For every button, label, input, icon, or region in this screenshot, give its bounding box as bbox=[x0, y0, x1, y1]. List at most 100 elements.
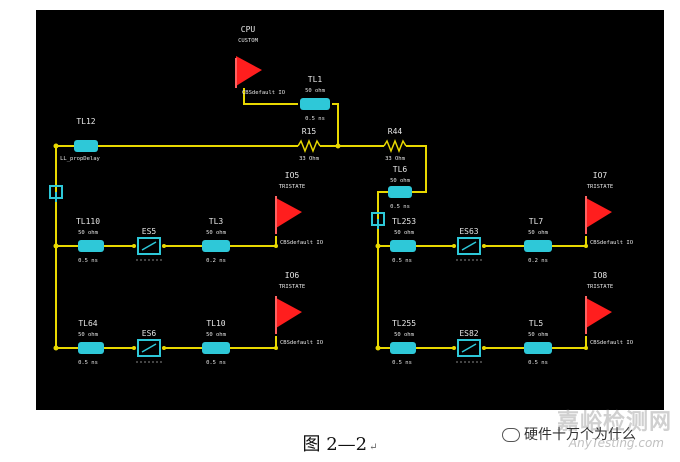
schematic-diagram: CPU CUSTOM CBSdefault IO TL1 50 ohm 0.5 … bbox=[36, 10, 664, 410]
figure-caption-text: 图 2—2 bbox=[302, 434, 368, 455]
io6-driver-triangle-icon bbox=[276, 298, 302, 328]
tl6-name: TL6 bbox=[393, 165, 408, 174]
wire-tl6-down bbox=[377, 191, 388, 213]
figure-caption: 图 2—2↵ bbox=[0, 430, 680, 456]
tl5-body-icon bbox=[524, 342, 552, 354]
io7-name: IO7 bbox=[593, 171, 608, 180]
driver-cpu-sub: CUSTOM bbox=[238, 38, 259, 44]
driver-cpu-name: CPU bbox=[241, 25, 256, 34]
tl6-body-icon bbox=[388, 186, 412, 198]
resistor-r44: R44 33 Ohm bbox=[383, 127, 407, 162]
r44-value: 33 Ohm bbox=[385, 156, 406, 162]
es82-name: ES82 bbox=[459, 329, 478, 338]
es82-body-icon bbox=[457, 339, 481, 357]
watermark-site-name: 嘉峪检测网 bbox=[556, 410, 672, 435]
tl10-body-icon bbox=[202, 342, 230, 354]
io8-driver-triangle-icon bbox=[586, 298, 612, 328]
es6-body-icon bbox=[137, 339, 161, 357]
es5-body-icon bbox=[137, 237, 161, 255]
io8-name: IO8 bbox=[593, 271, 608, 280]
tl10-name: TL10 bbox=[206, 319, 225, 328]
tl12-line: TL12 LL_propDelay bbox=[60, 117, 100, 162]
paragraph-mark: ↵ bbox=[369, 442, 378, 453]
r15-name: R15 bbox=[302, 127, 317, 136]
tl255-name: TL255 bbox=[392, 319, 416, 328]
io7-sub: TRISTATE bbox=[587, 184, 614, 190]
io7-driver-triangle-icon bbox=[586, 198, 612, 228]
io5-driver-triangle-icon bbox=[276, 198, 302, 228]
tl5-name: TL5 bbox=[529, 319, 544, 328]
tl3-impedance: 50 ohm bbox=[206, 230, 227, 236]
tl255-body-icon bbox=[390, 342, 416, 354]
tl253-name: TL253 bbox=[392, 217, 416, 226]
tl1-delay: 0.5 ns bbox=[305, 116, 325, 122]
io5-name: IO5 bbox=[285, 171, 300, 180]
io8-sub: TRISTATE bbox=[587, 284, 614, 290]
io6-model: CBSdefault IO bbox=[280, 340, 323, 346]
driver-cpu: CPU CUSTOM CBSdefault IO bbox=[235, 25, 285, 96]
watermark-site-url: AnyTesting.com bbox=[568, 436, 664, 450]
resistor-r15-icon bbox=[297, 138, 321, 154]
tl64-delay: 0.5 ns bbox=[78, 360, 98, 366]
driver-cpu-model: CBSdefault IO bbox=[242, 90, 285, 96]
resistor-r44-icon bbox=[383, 138, 407, 154]
tl1-impedance: 50 ohm bbox=[305, 88, 326, 94]
tl1-body-icon bbox=[300, 98, 330, 110]
es6-name: ES6 bbox=[142, 329, 157, 338]
tl253-delay: 0.5 ns bbox=[392, 258, 412, 264]
watermark-wechat: 硬件十万个为什么 bbox=[502, 424, 636, 444]
es63-body-icon bbox=[457, 237, 481, 255]
tl3-body-icon bbox=[202, 240, 230, 252]
watermark-wechat-label: 硬件十万个为什么 bbox=[524, 427, 636, 443]
wire-r44-tl6 bbox=[406, 145, 427, 193]
wechat-icon bbox=[502, 428, 520, 442]
tl3-delay: 0.2 ns bbox=[206, 258, 226, 264]
tl6-impedance: 50 ohm bbox=[390, 178, 411, 184]
r15-value: 33 Ohm bbox=[299, 156, 320, 162]
tl7-body-icon bbox=[524, 240, 552, 252]
tl7-impedance: 50 ohm bbox=[528, 230, 549, 236]
tl12-sub: LL_propDelay bbox=[60, 156, 100, 162]
tl110-delay: 0.5 ns bbox=[78, 258, 98, 264]
tl12-body-icon bbox=[74, 140, 98, 152]
tl110-body-icon bbox=[78, 240, 104, 252]
wire-cpu-tl1 bbox=[243, 88, 298, 105]
tl110-impedance: 50 ohm bbox=[78, 230, 99, 236]
tl10-impedance: 50 ohm bbox=[206, 332, 227, 338]
es5-name: ES5 bbox=[142, 227, 157, 236]
io8-model: CBSdefault IO bbox=[590, 340, 633, 346]
tl3-name: TL3 bbox=[209, 217, 224, 226]
tl110-name: TL110 bbox=[76, 217, 100, 226]
branch-right-upper: TL253 50 ohm 0.5 ns ES63 TL7 50 ohm 0.2 … bbox=[390, 171, 633, 264]
schematic-background bbox=[36, 10, 664, 410]
tl1-line: TL1 50 ohm 0.5 ns bbox=[300, 75, 330, 122]
probe-left bbox=[49, 185, 63, 202]
driver-cpu-triangle-icon bbox=[236, 56, 262, 86]
tl255-delay: 0.5 ns bbox=[392, 360, 412, 366]
branch-left-lower: TL64 50 ohm 0.5 ns ES6 TL10 50 ohm 0.5 n… bbox=[78, 271, 323, 366]
tl12-name: TL12 bbox=[76, 117, 95, 126]
io7-model: CBSdefault IO bbox=[590, 240, 633, 246]
tl255-impedance: 50 ohm bbox=[394, 332, 415, 338]
resistor-r15: R15 33 Ohm bbox=[297, 127, 321, 162]
tl5-impedance: 50 ohm bbox=[528, 332, 549, 338]
branch-right-lower: TL255 50 ohm 0.5 ns ES82 TL5 50 ohm 0.5 … bbox=[390, 271, 633, 366]
io5-sub: TRISTATE bbox=[279, 184, 306, 190]
io6-sub: TRISTATE bbox=[279, 284, 306, 290]
tl6-line: TL6 50 ohm 0.5 ns bbox=[388, 165, 412, 210]
io5-model: CBSdefault IO bbox=[280, 240, 323, 246]
junction-dots bbox=[53, 143, 588, 351]
tl5-delay: 0.5 ns bbox=[528, 360, 548, 366]
tl7-delay: 0.2 ns bbox=[528, 258, 548, 264]
probe-right bbox=[371, 212, 385, 229]
tl253-body-icon bbox=[390, 240, 416, 252]
tl64-impedance: 50 ohm bbox=[78, 332, 99, 338]
tl64-name: TL64 bbox=[78, 319, 97, 328]
tl7-name: TL7 bbox=[529, 217, 544, 226]
tl64-body-icon bbox=[78, 342, 104, 354]
tl10-delay: 0.5 ns bbox=[206, 360, 226, 366]
r44-name: R44 bbox=[388, 127, 403, 136]
tl6-delay: 0.5 ns bbox=[390, 204, 410, 210]
es63-name: ES63 bbox=[459, 227, 478, 236]
tl1-name: TL1 bbox=[308, 75, 323, 84]
